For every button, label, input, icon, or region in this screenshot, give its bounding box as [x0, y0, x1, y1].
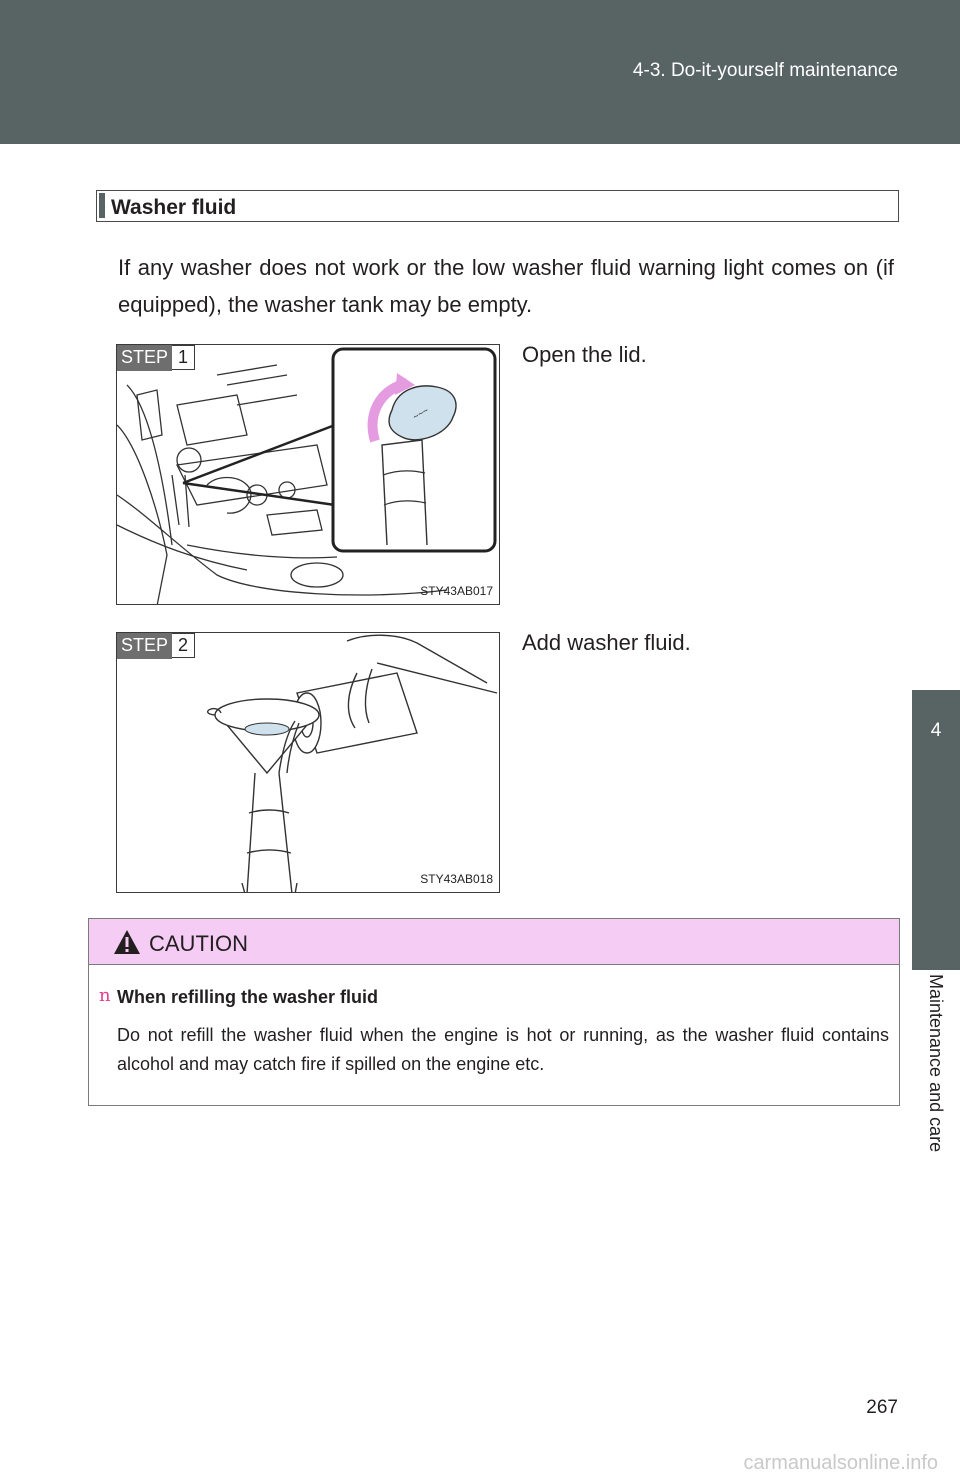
watermark: carmanualsonline.info [743, 1452, 938, 1474]
warning-triangle-icon [114, 930, 140, 954]
figure-code: STY43AB018 [420, 872, 493, 886]
step-word: STEP [117, 633, 173, 659]
caution-subheading: When refilling the washer fluid [117, 987, 379, 1007]
heading-text: Washer fluid [111, 196, 237, 219]
section-title: 4-3. Do-it-yourself maintenance [632, 60, 898, 81]
page-number: 267 [866, 1397, 898, 1418]
page-header: 4-3. Do-it-yourself maintenance [0, 0, 960, 144]
chapter-number: 4 [930, 720, 942, 741]
pouring-fluid-drawing [207, 634, 498, 892]
step-1-text: Open the lid. [522, 342, 647, 367]
bullet-marker: n [99, 985, 111, 1006]
chapter-label: Maintenance and care [926, 974, 946, 1153]
step-2-badge: STEP 2 [117, 633, 196, 659]
caution-box: CAUTION n When refilling the washer flui… [88, 918, 900, 1106]
caution-header: CAUTION [89, 919, 899, 965]
step-2-illustration: STEP 2 STY43AB018 [116, 632, 500, 893]
step-1-illustration: ~~~ STEP 1 STY43AB017 [116, 344, 500, 605]
intro-paragraph: If any washer does not work or the low w… [118, 255, 894, 317]
section-heading: Washer fluid [96, 190, 899, 222]
step-number: 2 [172, 633, 196, 658]
engine-bay-drawing: ~~~ [117, 347, 497, 604]
step-word: STEP [117, 345, 173, 371]
step-1-badge: STEP 1 [117, 345, 196, 371]
caution-body: Do not refill the washer fluid when the … [117, 1025, 889, 1074]
step-number: 1 [172, 345, 196, 370]
chapter-tab: 4 [912, 690, 960, 970]
caution-title: CAUTION [149, 931, 248, 956]
step-2-text: Add washer fluid. [522, 630, 691, 655]
figure-code: STY43AB017 [420, 584, 493, 598]
heading-bar [99, 193, 105, 218]
